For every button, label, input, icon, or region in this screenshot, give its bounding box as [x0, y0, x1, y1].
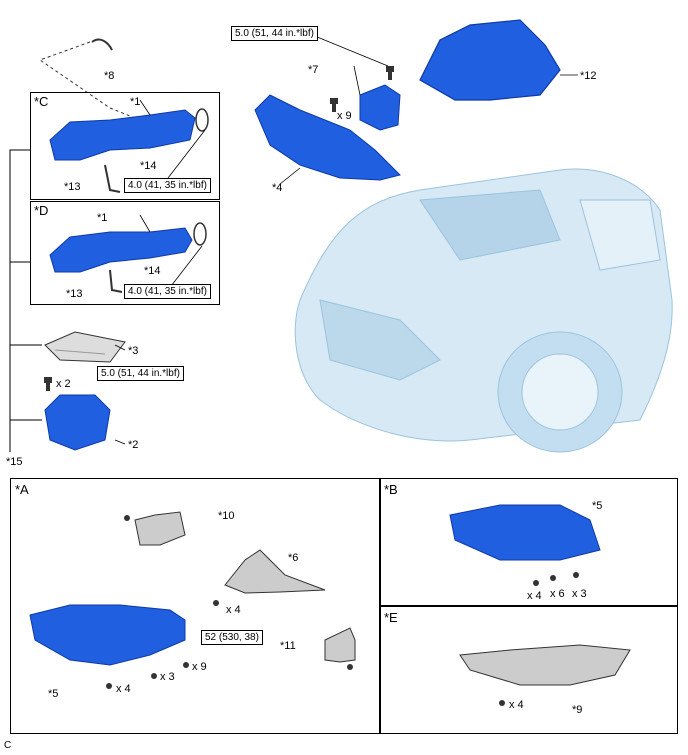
air-cleaner-assy-d — [49, 227, 193, 273]
section-a-box — [10, 478, 380, 734]
qty-bolts-b-3: x 3 — [572, 588, 587, 600]
bolt-icon — [330, 98, 338, 112]
section-b-label: *B — [384, 482, 398, 497]
section-d-label: *D — [34, 203, 49, 218]
callout-13-c: *13 — [64, 181, 81, 193]
bolt-icon — [44, 377, 52, 391]
section-c-label: *C — [34, 94, 49, 109]
engine-cover-part — [419, 19, 561, 101]
callout-3: *3 — [128, 345, 139, 357]
engine-under-cover-b — [449, 504, 601, 561]
member-part-6 — [224, 549, 326, 594]
qty-bolts-a-member: x 4 — [226, 604, 241, 616]
qty-bolts-b-2: x 6 — [550, 588, 565, 600]
bracket-part — [359, 84, 401, 131]
callout-12: *12 — [580, 70, 597, 82]
qty-bolts-a-1: x 4 — [116, 683, 131, 695]
callout-13-d: *13 — [66, 288, 83, 300]
section-e-box — [380, 606, 678, 734]
qty-bolts-a-3: x 9 — [192, 661, 207, 673]
callout-10: *10 — [218, 510, 235, 522]
callout-2: *2 — [128, 439, 139, 451]
bracket-part-11 — [324, 627, 356, 663]
section-c-box — [30, 92, 220, 200]
bolt-icon — [386, 66, 394, 80]
section-d-box — [30, 201, 220, 305]
qty-bolts-case: x 2 — [56, 378, 71, 390]
figure-code: C — [4, 740, 12, 751]
torque-spec-top: 5.0 (51, 44 in.*lbf) — [231, 26, 318, 41]
callout-1-c: *1 — [130, 96, 141, 108]
qty-bolts-top: x 9 — [337, 110, 352, 122]
vehicle-front-illustration — [294, 168, 673, 453]
torque-spec-a: 52 (530, 38) — [201, 630, 263, 645]
section-e-label: *E — [384, 610, 398, 625]
section-a-label: *A — [15, 482, 29, 497]
cowl-cover-part — [254, 94, 401, 181]
callout-14-c: *14 — [140, 160, 157, 172]
callout-6: *6 — [288, 552, 299, 564]
section-b-box — [380, 478, 678, 606]
filter-element-part — [44, 331, 126, 363]
qty-bolts-e: x 4 — [509, 699, 524, 711]
callout-14-d: *14 — [144, 265, 161, 277]
qty-bolts-b-1: x 4 — [527, 590, 542, 602]
callout-1-d: *1 — [97, 212, 108, 224]
engine-under-cover-a — [29, 604, 186, 666]
air-cleaner-assy-c — [49, 109, 196, 161]
callout-9: *9 — [572, 704, 583, 716]
qty-bolts-a-2: x 3 — [160, 671, 175, 683]
callout-7: *7 — [308, 64, 319, 76]
callout-5-a: *5 — [48, 688, 59, 700]
callout-11: *11 — [280, 640, 296, 652]
under-cover-part-9 — [459, 644, 631, 686]
torque-spec-d: 4.0 (41, 35 in.*lbf) — [124, 284, 211, 299]
callout-5-b: *5 — [592, 500, 603, 512]
air-cleaner-case-part — [44, 394, 111, 451]
bracket-part-10 — [134, 511, 186, 546]
callout-8: *8 — [104, 70, 115, 82]
torque-spec-left: 5.0 (51, 44 in.*lbf) — [97, 366, 184, 381]
torque-spec-c: 4.0 (41, 35 in.*lbf) — [124, 178, 211, 193]
callout-4: *4 — [272, 182, 283, 194]
callout-15: *15 — [6, 456, 23, 468]
